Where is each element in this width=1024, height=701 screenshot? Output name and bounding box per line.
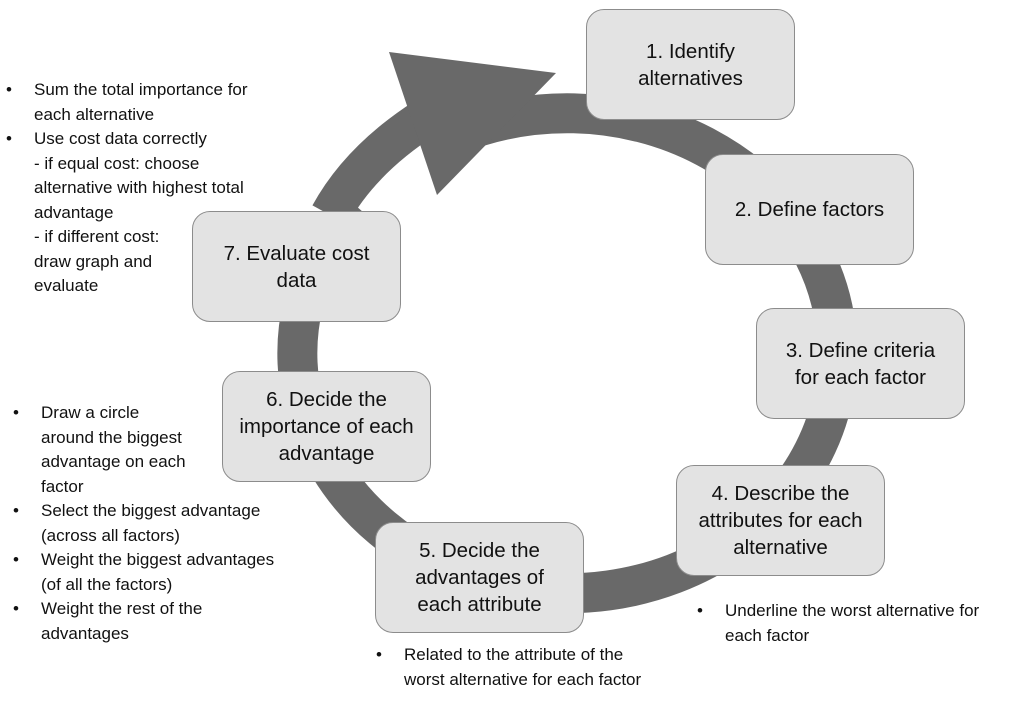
step-7-evaluate-cost: 7. Evaluate cost data: [192, 211, 401, 322]
note-item: •Select the biggest advantage (across al…: [13, 501, 261, 545]
step-4-label: 4. Describe the attributes for each alte…: [698, 482, 863, 559]
step-7-label: 7. Evaluate cost data: [223, 241, 370, 292]
step-1-identify-alternatives: 1. Identify alternatives: [586, 9, 795, 120]
note-item: •Related to the attribute of the worst a…: [376, 645, 642, 689]
note-item: •Draw a circle around the biggest advant…: [13, 403, 186, 496]
step-1-label: 1. Identify alternatives: [638, 39, 743, 90]
step-2-define-factors: 2. Define factors: [705, 154, 914, 265]
step-6-notes: •Draw a circle around the biggest advant…: [13, 401, 333, 646]
step-3-define-criteria: 3. Define criteria for each factor: [756, 308, 965, 419]
step-3-label: 3. Define criteria for each factor: [785, 338, 936, 389]
cycle-arrow-shaft: [312, 101, 437, 225]
step-5-decide-advantages: 5. Decide the advantages of each attribu…: [375, 522, 584, 633]
step-5-label: 5. Decide the advantages of each attribu…: [415, 539, 544, 616]
bullet-icon: •: [376, 645, 382, 664]
step-6-label: 6. Decide the importance of each advanta…: [239, 388, 414, 465]
bullet-icon: •: [13, 501, 19, 520]
bullet-icon: •: [6, 80, 12, 99]
note-item: •Underline the worst alternative for eac…: [697, 601, 980, 645]
bullet-icon: •: [6, 129, 12, 148]
step-6-decide-importance: 6. Decide the importance of each advanta…: [222, 371, 431, 482]
note-item: •Weight the biggest advantages (of all t…: [13, 550, 275, 594]
step-7-notes: •Sum the total importance for each alter…: [6, 78, 306, 299]
bullet-icon: •: [697, 601, 703, 620]
bullet-icon: •: [13, 599, 19, 618]
cycle-arrow-head-icon: [389, 52, 556, 195]
note-item: •Use cost data correctly - if equal cost…: [6, 129, 244, 295]
step-5-notes: •Related to the attribute of the worst a…: [376, 643, 696, 692]
bullet-icon: •: [13, 550, 19, 569]
bullet-icon: •: [13, 403, 19, 422]
step-4-describe-attributes: 4. Describe the attributes for each alte…: [676, 465, 885, 576]
step-2-label: 2. Define factors: [734, 198, 885, 221]
step-4-notes: •Underline the worst alternative for eac…: [697, 599, 1024, 648]
note-item: •Weight the rest of the advantages: [13, 599, 203, 643]
note-item: •Sum the total importance for each alter…: [6, 80, 248, 124]
